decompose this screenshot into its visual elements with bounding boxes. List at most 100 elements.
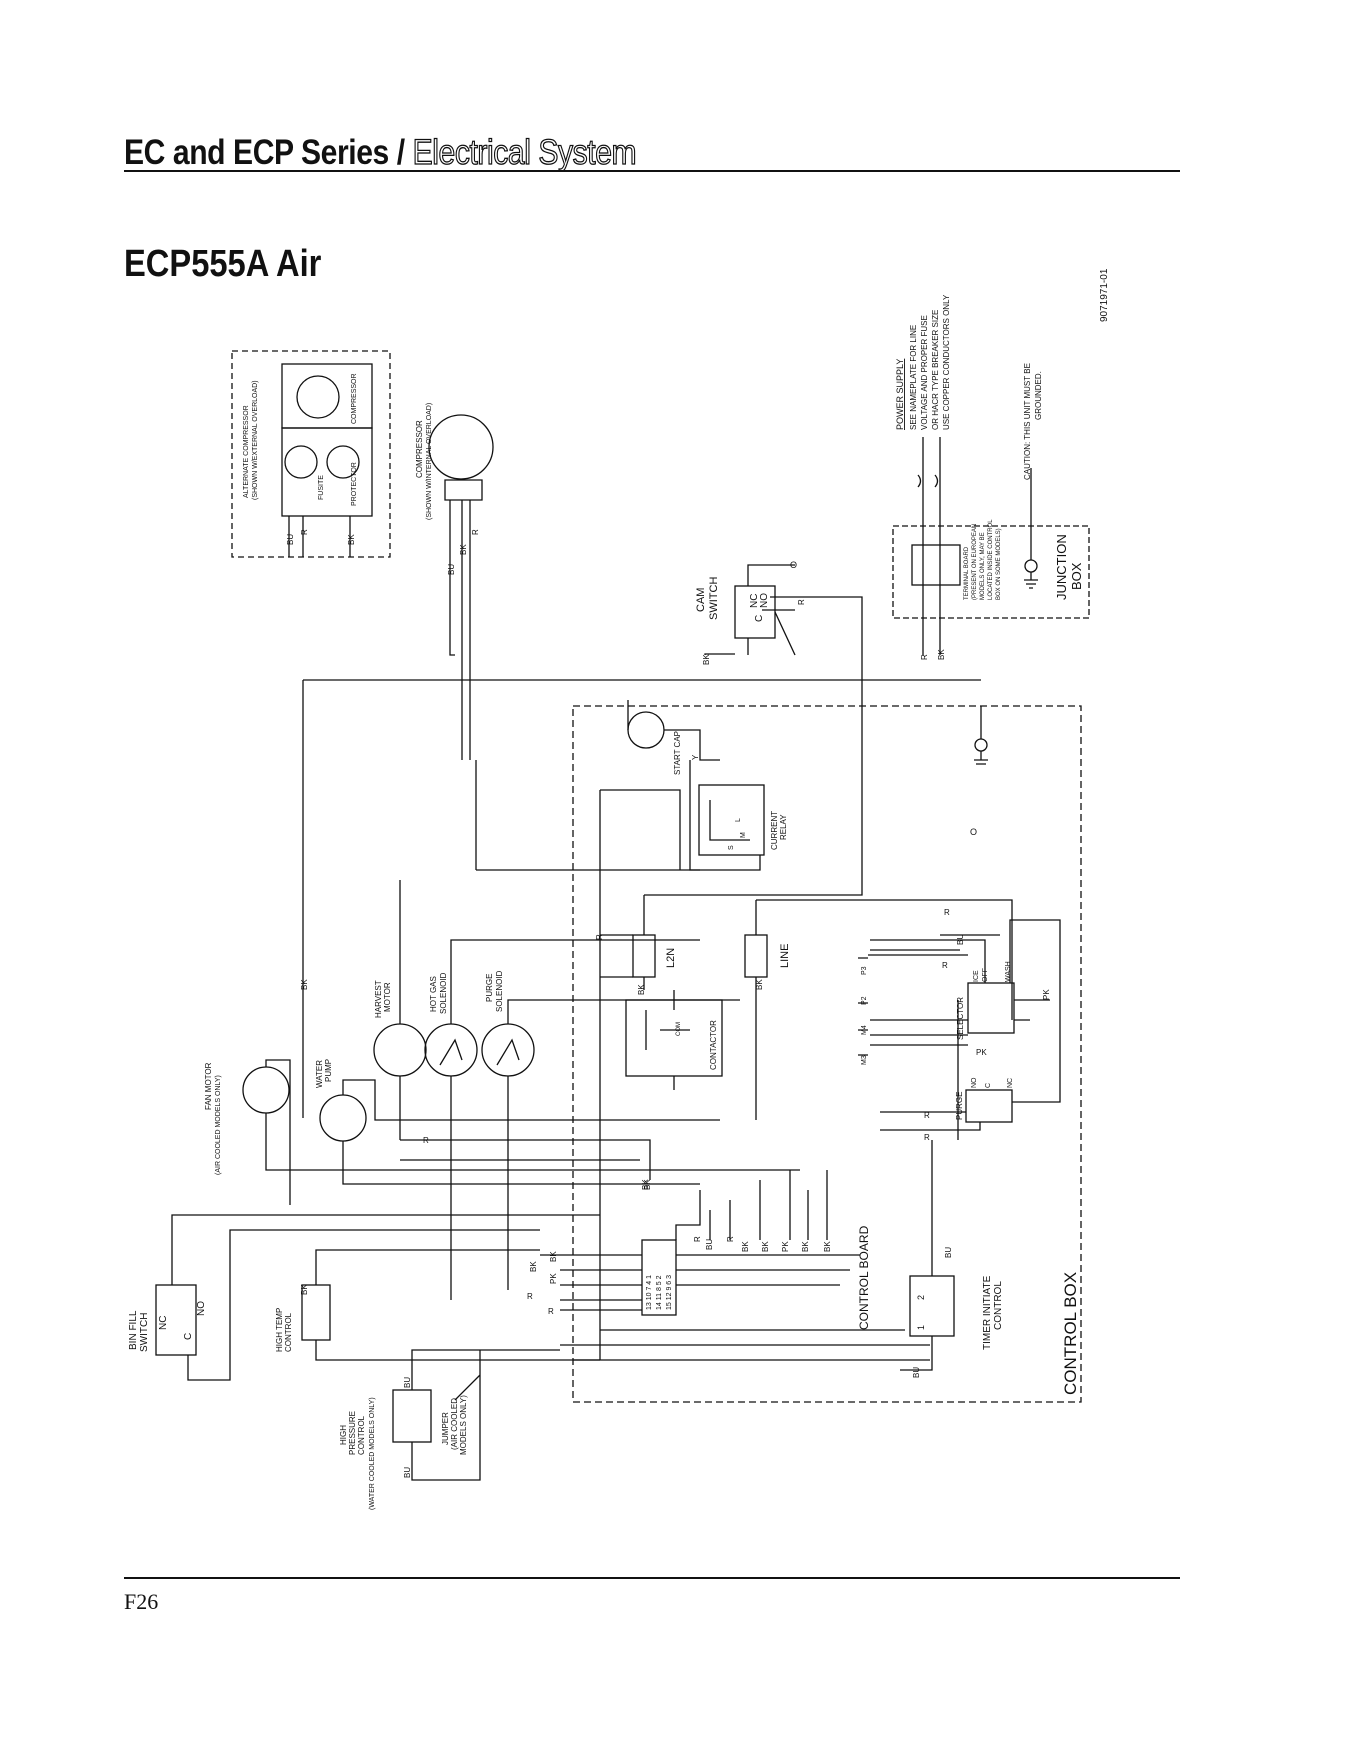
control-board bbox=[641, 1239, 677, 1316]
wire-bk-board-2: BK bbox=[549, 1251, 558, 1262]
header-separator: / bbox=[396, 133, 405, 172]
relay-s: S bbox=[728, 845, 735, 850]
l2n-label: L2N bbox=[665, 948, 677, 968]
high-pressure-label-3: CONTROL bbox=[357, 1415, 366, 1455]
harvest-motor-label-2: MOTOR bbox=[383, 982, 392, 1012]
m4-label: M4 bbox=[861, 1025, 868, 1035]
p2-label: P2 bbox=[861, 996, 868, 1005]
header-section: Electrical System bbox=[412, 132, 637, 172]
wire-bk-line: BK bbox=[755, 979, 764, 990]
page-header: EC and ECP Series / Electrical System bbox=[124, 132, 637, 173]
wire-y-cap: Y bbox=[691, 754, 700, 760]
purge-switch bbox=[965, 1089, 1013, 1123]
wire-r-alt: R bbox=[300, 529, 309, 535]
wire-bk-cam: BK bbox=[702, 654, 711, 665]
protector-terminal bbox=[326, 445, 360, 479]
compressor-main-label-2: (SHOWN W/INTERNAL OVERLOAD) bbox=[426, 403, 433, 520]
board-row-1: 13 10 7 4 1 bbox=[646, 1275, 653, 1310]
bin-fill-label-1: BIN FILL bbox=[128, 1310, 139, 1350]
fusite-terminal bbox=[284, 445, 318, 479]
bin-fill-no: NO bbox=[196, 1301, 207, 1316]
wire-o-cam: O bbox=[790, 560, 797, 570]
model-title: ECP555A Air bbox=[124, 243, 322, 285]
alt-compressor-label-2: (SHOWN W/EXTERNAL OVERLOAD) bbox=[252, 380, 259, 500]
power-supply-line-5: USE COPPER CONDUCTORS ONLY bbox=[942, 294, 951, 430]
fusite-label: FUSITE bbox=[318, 475, 325, 500]
drawing-number: 9071971-01 bbox=[1099, 268, 1110, 322]
wire-bu-alt: BU bbox=[286, 534, 295, 545]
high-pressure-label-1: HIGH bbox=[339, 1425, 348, 1445]
line-contact bbox=[744, 934, 768, 978]
wire-bk-contactor: BK bbox=[637, 984, 646, 995]
terminal-board-line-1: TERMINAL BOARD bbox=[964, 546, 970, 600]
wire-r-cam: R bbox=[797, 599, 806, 605]
power-supply-line-1: POWER SUPPLY bbox=[895, 359, 905, 430]
wire-pk-selector: PK bbox=[1042, 989, 1051, 1000]
wire-r-selector-2: R bbox=[942, 961, 948, 970]
start-cap bbox=[627, 711, 665, 749]
wire-bu-selector: BU bbox=[956, 934, 965, 945]
compressor-label: COMPRESSOR bbox=[351, 373, 358, 424]
contactor bbox=[625, 999, 723, 1077]
harvest-motor-label-1: HARVEST bbox=[374, 980, 383, 1018]
high-pressure-control bbox=[392, 1389, 432, 1443]
cam-c: C bbox=[754, 615, 765, 622]
control-box-label: CONTROL BOX bbox=[1061, 1272, 1080, 1395]
wire-r-selector: R bbox=[944, 908, 950, 917]
purge-nc: NC bbox=[1007, 1078, 1014, 1088]
cam-switch-label-2: SWITCH bbox=[708, 577, 720, 620]
relay-l: L bbox=[735, 818, 742, 822]
board-row-2: 14 11 8 5 2 bbox=[656, 1275, 663, 1310]
caution-line-1: CAUTION: THIS UNIT MUST BE bbox=[1023, 363, 1032, 480]
purge-no: NO bbox=[971, 1077, 978, 1088]
jumper-label-1: JUMPER bbox=[441, 1412, 450, 1445]
m3-label: M3 bbox=[861, 1055, 868, 1065]
wire-bk-comp: BK bbox=[459, 544, 468, 555]
wire-r-purge-2: R bbox=[924, 1133, 930, 1142]
purge-solenoid-label-2: SOLENOID bbox=[495, 970, 504, 1012]
harvest-motor bbox=[373, 1023, 427, 1077]
fan-motor-label-1: FAN MOTOR bbox=[204, 1062, 213, 1110]
wire-bk-hightemp: BK bbox=[300, 1284, 309, 1295]
caution-line-2: GROUNDED. bbox=[1034, 371, 1043, 420]
wire-bk-board-5: BK bbox=[801, 1241, 810, 1252]
wire-bk-alt: BK bbox=[347, 534, 356, 545]
ice-label: ICE bbox=[973, 970, 980, 982]
wire-pk-purge: PK bbox=[976, 1048, 987, 1057]
wash-label: WASH bbox=[1005, 961, 1012, 982]
wire-r-board-3: R bbox=[693, 1236, 702, 1242]
wire-pk-board: PK bbox=[549, 1273, 558, 1284]
compressor-circle bbox=[296, 375, 340, 419]
water-pump bbox=[319, 1094, 367, 1142]
wire-bk-board-4: BK bbox=[761, 1241, 770, 1252]
hot-gas-solenoid-label-2: SOLENOID bbox=[439, 972, 448, 1014]
footer-rule bbox=[124, 1577, 1180, 1579]
wire-bu-hp-1: BU bbox=[403, 1377, 412, 1388]
power-supply-line-2: SEE NAMEPLATE FOR LINE bbox=[909, 325, 918, 430]
current-relay bbox=[698, 784, 765, 856]
wire-bk-board-1: BK bbox=[529, 1261, 538, 1272]
alt-compressor-label-1: ALTERNATE COMPRESSOR bbox=[243, 405, 250, 498]
water-pump-label-1: WATER bbox=[315, 1060, 324, 1088]
jumper-label-2: (AIR COOLED bbox=[450, 1398, 459, 1450]
bin-fill-c: C bbox=[183, 1333, 194, 1340]
purge-c: C bbox=[985, 1083, 992, 1088]
high-pressure-label-4: (WATER COOLED MODELS ONLY) bbox=[369, 1397, 376, 1510]
selector-switch bbox=[967, 982, 1015, 1034]
protector-label: PROTECTOR bbox=[351, 462, 358, 506]
wire-bk-board-7: BK bbox=[641, 1179, 650, 1190]
terminal-board-line-2: (PRESENT ON EUROPEAN bbox=[972, 524, 978, 600]
header-rule bbox=[124, 170, 1180, 172]
header-series: EC and ECP Series bbox=[124, 133, 389, 172]
purge-label: PURGE bbox=[955, 1092, 964, 1120]
control-box-outline bbox=[572, 705, 1082, 1403]
board-row-3: 15 12 9 6 3 bbox=[666, 1275, 673, 1310]
high-temp-label-2: CONTROL bbox=[284, 1312, 293, 1352]
contactor-label: CONTACTOR bbox=[709, 1020, 718, 1070]
wire-bu-hp-2: BU bbox=[403, 1467, 412, 1478]
wire-bk-board-6: BK bbox=[823, 1241, 832, 1252]
wire-bu-timer-2: BU bbox=[912, 1367, 921, 1378]
wire-bk-ps: BK bbox=[937, 649, 946, 660]
high-temp-label-1: HIGH TEMP bbox=[275, 1308, 284, 1352]
